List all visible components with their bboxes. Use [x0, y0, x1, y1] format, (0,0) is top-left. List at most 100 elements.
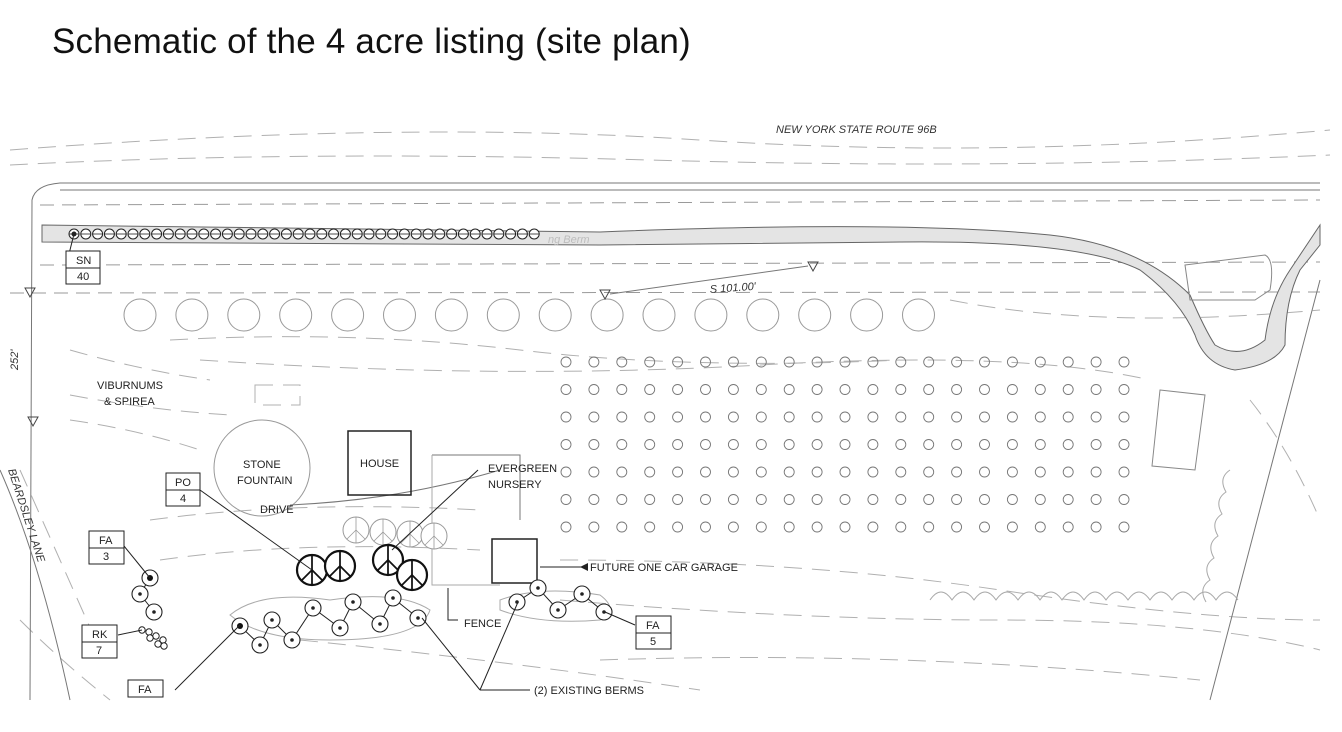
orchard-tree [839, 466, 851, 478]
contour-lines [9, 129, 1331, 701]
orchard-tree [783, 384, 795, 395]
tree-canopy [331, 298, 365, 332]
orchard-tree [979, 384, 990, 395]
orchard-tree [1118, 384, 1130, 395]
orchard-tree [1118, 356, 1130, 368]
tree-symbols [131, 469, 1239, 654]
tree-canopy [538, 298, 572, 332]
orchard-tree [755, 494, 767, 505]
tag-code: FA [138, 684, 152, 696]
orchard-tree [979, 439, 990, 450]
orchard-tree [1090, 384, 1102, 395]
tag-count: 3 [103, 551, 109, 563]
orchard-tree [839, 411, 851, 423]
future-garage-outline [491, 538, 538, 584]
orchard-tree [560, 411, 572, 423]
tree-canopy [746, 298, 780, 332]
evergreen-label: EVERGREEN [488, 463, 557, 475]
tag-code: PO [175, 477, 191, 489]
orchard-tree [923, 384, 935, 395]
tag-code: FA [646, 620, 660, 632]
orchard-tree [951, 521, 963, 533]
orchard-tree [588, 384, 600, 395]
tag-fa-bottom: FA [127, 679, 164, 698]
berm-faint-label: ng Berm [548, 234, 590, 246]
orchard-tree [979, 494, 990, 505]
orchard-tree [672, 384, 684, 395]
existing-berms-label: (2) EXISTING BERMS [534, 685, 644, 697]
orchard-tree [1006, 411, 1018, 423]
orchard-tree [755, 439, 767, 450]
orchard-tree [811, 439, 823, 450]
orchard-tree [1034, 356, 1046, 368]
orchard-tree [755, 356, 767, 368]
orchard-tree [811, 411, 823, 423]
tag-count: 5 [650, 636, 656, 648]
orchard-tree [867, 466, 879, 478]
orchard-tree [867, 439, 879, 450]
property-lines [0, 182, 1321, 701]
small-structure [254, 384, 301, 406]
orchard-tree [951, 411, 963, 423]
orchard-tree [783, 356, 795, 368]
orchard-tree [923, 356, 935, 368]
orchard-tree [783, 439, 795, 450]
lane-label: BEARDSLEY LANE [5, 467, 47, 564]
orchard-tree [560, 384, 572, 395]
orchard-tree [1034, 521, 1046, 533]
orchard-tree [951, 466, 963, 478]
orchard-tree [700, 411, 711, 423]
orchard-tree [700, 439, 711, 450]
orchard-tree [755, 521, 767, 533]
orchard-tree [1062, 384, 1074, 395]
orchard-tree [811, 494, 823, 505]
orchard-tree [811, 466, 823, 478]
tree-canopy [434, 298, 468, 332]
orchard-tree [672, 439, 684, 450]
orchard-tree [1090, 411, 1102, 423]
orchard-tree [700, 521, 711, 533]
fountain-label: FOUNTAIN [237, 475, 292, 487]
tree-canopy [902, 298, 935, 332]
orchard-tree [895, 521, 907, 533]
orchard-tree [895, 494, 907, 505]
orchard-tree [839, 521, 851, 533]
stone-fountain-outline [213, 419, 311, 517]
leader-lines [67, 233, 636, 691]
orchard-tree [727, 466, 739, 478]
orchard-tree [616, 466, 628, 478]
orchard-tree [1090, 439, 1102, 450]
orchard-tree [839, 384, 851, 395]
orchard-tree [727, 521, 739, 533]
tag-po-4: PO 4 [165, 472, 201, 507]
nursery-side [431, 455, 500, 586]
orchard-tree [616, 494, 628, 505]
viburnums-label: VIBURNUMS [97, 380, 163, 392]
orchard-tree [644, 439, 656, 450]
orchard-tree [895, 439, 907, 450]
tree-canopy [279, 298, 313, 332]
tree-canopy [798, 298, 832, 332]
garage-arrow [580, 563, 588, 571]
orchard-tree [700, 494, 711, 505]
orchard-tree [867, 521, 879, 533]
orchard-tree [1090, 356, 1102, 368]
orchard-tree [1006, 384, 1018, 395]
orchard-tree [783, 411, 795, 423]
orchard-tree [895, 411, 907, 423]
orchard-tree [839, 356, 851, 368]
orchard-tree [783, 521, 795, 533]
bearing-leader [609, 265, 809, 295]
tag-sn-40: SN 40 [65, 250, 101, 285]
orchard-tree [1090, 521, 1102, 533]
orchard-tree [811, 384, 823, 395]
orchard-tree [923, 439, 935, 450]
tree-canopy [383, 298, 416, 332]
orchard-tree [755, 466, 767, 478]
tag-count: 7 [96, 645, 102, 657]
orchard-tree [588, 494, 600, 505]
orchard-tree [1118, 494, 1130, 505]
tag-count: 40 [77, 271, 89, 283]
nursery-label: NURSERY [488, 479, 542, 491]
route-label: NEW YORK STATE ROUTE 96B [776, 124, 937, 136]
